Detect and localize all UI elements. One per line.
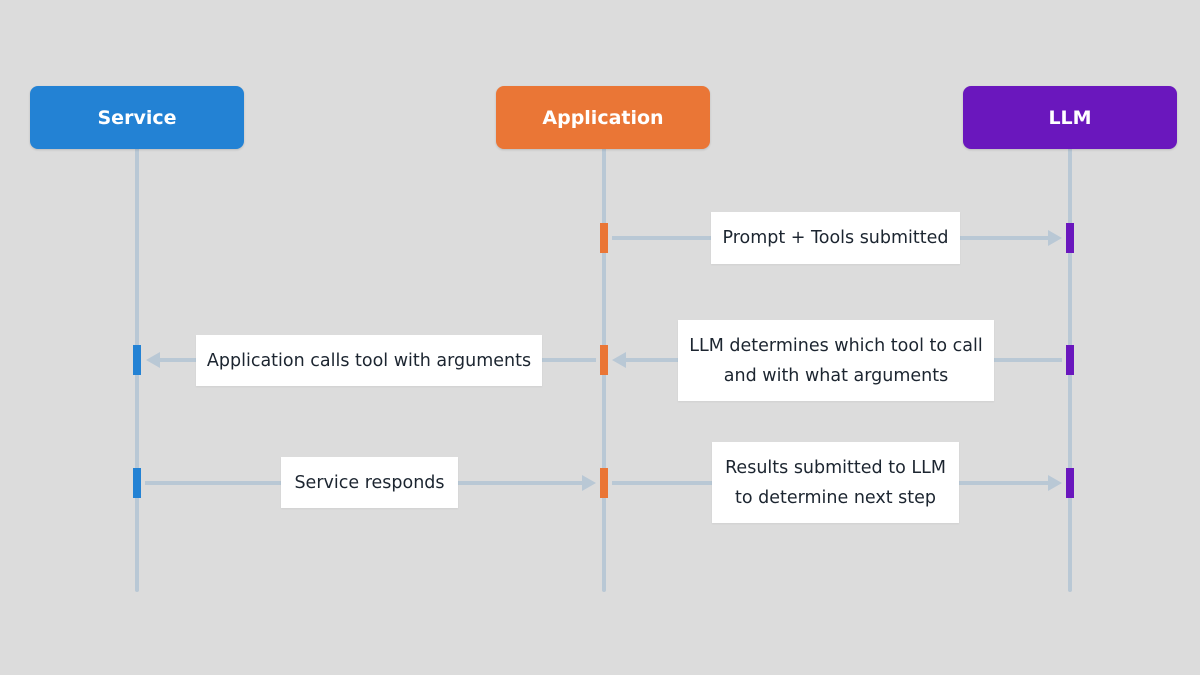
activation-application-3 — [600, 468, 608, 498]
arrow-results-head — [1048, 475, 1062, 491]
message-label-responds: Service responds — [281, 457, 458, 508]
participant-service: Service — [30, 86, 244, 149]
participant-llm: LLM — [963, 86, 1177, 149]
message-label-calls-tool: Application calls tool with arguments — [196, 335, 542, 386]
activation-service-3 — [133, 468, 141, 498]
activation-service-2 — [133, 345, 141, 375]
arrow-responds-head — [582, 475, 596, 491]
message-label-determines-line-2: and with what arguments — [723, 365, 949, 386]
activation-llm-1 — [1066, 223, 1074, 253]
message-label-prompt-line-1: Prompt + Tools submitted — [722, 228, 949, 248]
message-label-results-line-2: to determine next step — [734, 487, 937, 508]
message-label-determines-line-1: LLM determines which tool to call — [689, 335, 983, 356]
activation-application-1 — [600, 223, 608, 253]
message-label-determines: LLM determines which tool to call and wi… — [678, 320, 994, 401]
activation-llm-2 — [1066, 345, 1074, 375]
arrow-prompt-head — [1048, 230, 1062, 246]
activation-llm-3 — [1066, 468, 1074, 498]
activation-application-2 — [600, 345, 608, 375]
message-label-results: Results submitted to LLM to determine ne… — [712, 442, 959, 523]
arrow-calls-tool-head — [146, 352, 160, 368]
message-label-prompt: Prompt + Tools submitted — [711, 212, 960, 264]
message-label-responds-line-1: Service responds — [294, 472, 445, 493]
arrow-determines-head — [612, 352, 626, 368]
participant-application: Application — [496, 86, 710, 149]
message-label-calls-tool-line-1: Application calls tool with arguments — [206, 350, 532, 371]
message-label-results-line-1: Results submitted to LLM — [725, 457, 946, 478]
